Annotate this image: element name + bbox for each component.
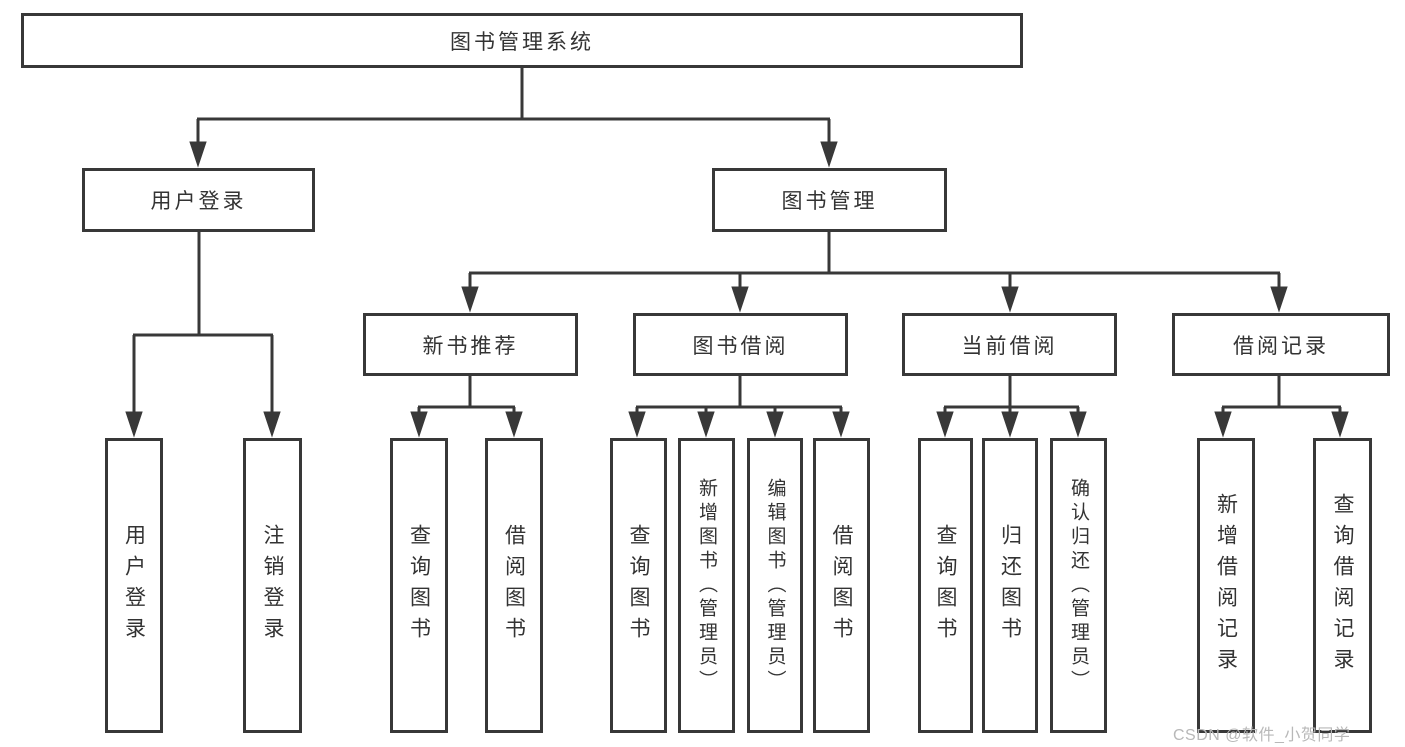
node-book-management: 图书管理 [712, 168, 947, 232]
leaf-borrow-query-books: 查询图书 [610, 438, 667, 733]
leaf-borrow-books: 借阅图书 [813, 438, 870, 733]
node-current-borrowing: 当前借阅 [902, 313, 1117, 376]
node-user-login: 用户登录 [82, 168, 315, 232]
node-user-login-label: 用户登录 [150, 190, 247, 213]
connector-arrowheads [125, 141, 1349, 438]
node-book-borrowing-label: 图书借阅 [692, 334, 789, 358]
leaf-newbook-borrow-books-label: 借阅图书 [502, 523, 526, 648]
csdn-watermark: CSDN @软件_小贺同学 [1173, 727, 1351, 744]
node-borrowing-records: 借阅记录 [1172, 313, 1390, 376]
leaf-logout: 注销登录 [243, 438, 302, 733]
node-root-system: 图书管理系统 [21, 13, 1023, 68]
leaf-add-books-admin-label: 新增图书（管理员） [696, 477, 717, 694]
node-borrowing-records-label: 借阅记录 [1233, 334, 1329, 358]
leaf-confirm-return-admin-label: 确认归还（管理员） [1068, 477, 1089, 694]
leaf-return-books: 归还图书 [982, 438, 1038, 733]
leaf-newbook-borrow-books: 借阅图书 [485, 438, 543, 733]
leaf-borrow-books-label: 借阅图书 [830, 523, 853, 648]
leaf-logout-label: 注销登录 [261, 523, 284, 648]
leaf-newbook-query-books: 查询图书 [390, 438, 448, 733]
node-new-book-recommend-label: 新书推荐 [422, 334, 519, 358]
leaf-edit-books-admin: 编辑图书（管理员） [747, 438, 803, 733]
node-book-management-label: 图书管理 [781, 190, 878, 213]
leaf-query-borrow-record-label: 查询借阅记录 [1331, 492, 1354, 679]
leaf-add-borrow-record: 新增借阅记录 [1197, 438, 1255, 733]
node-root-system-label: 图书管理系统 [450, 30, 594, 54]
leaf-edit-books-admin-label: 编辑图书（管理员） [764, 477, 786, 694]
leaf-add-books-admin: 新增图书（管理员） [678, 438, 735, 733]
node-current-borrowing-label: 当前借阅 [961, 334, 1058, 358]
leaf-user-login: 用户登录 [105, 438, 163, 733]
leaf-borrow-query-books-label: 查询图书 [627, 523, 650, 648]
leaf-current-query-books-label: 查询图书 [934, 523, 957, 648]
connector-stems [132, 68, 1342, 416]
node-book-borrowing: 图书借阅 [633, 313, 848, 376]
node-new-book-recommend: 新书推荐 [363, 313, 578, 376]
leaf-user-login-label: 用户登录 [122, 523, 146, 648]
leaf-newbook-query-books-label: 查询图书 [407, 523, 431, 648]
leaf-confirm-return-admin: 确认归还（管理员） [1050, 438, 1107, 733]
leaf-return-books-label: 归还图书 [998, 523, 1022, 648]
leaf-add-borrow-record-label: 新增借阅记录 [1214, 492, 1238, 679]
leaf-current-query-books: 查询图书 [918, 438, 973, 733]
leaf-query-borrow-record: 查询借阅记录 [1313, 438, 1372, 733]
